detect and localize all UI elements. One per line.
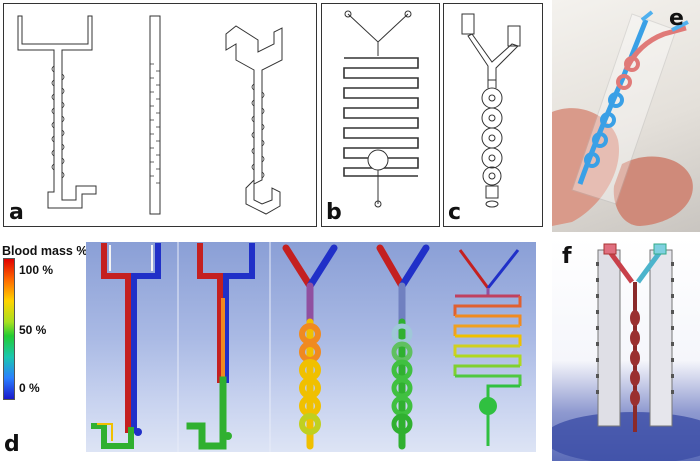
- simulation-5: [453, 249, 522, 446]
- simulation-3: [282, 244, 338, 450]
- panel-f-label: f: [562, 244, 572, 269]
- panel-d-label: d: [4, 432, 20, 457]
- panel-c: c: [443, 3, 543, 227]
- panel-a-label: a: [9, 200, 24, 225]
- panel-c-label: c: [448, 200, 462, 225]
- panel-f-photo: f: [552, 238, 700, 461]
- panel-e-photo: e: [552, 0, 700, 232]
- legend-title: Blood mass %: [2, 244, 88, 258]
- simulation-2: [186, 243, 255, 450]
- panel-b-label: b: [326, 200, 342, 225]
- schematic-serpentine-chip-views: [17, 15, 283, 215]
- schematic-ring-chain-chip: [461, 13, 521, 208]
- panel-b: b: [321, 3, 440, 227]
- legend-tick-0: 0 %: [19, 381, 40, 395]
- legend-tick-100: 100 %: [19, 263, 54, 277]
- panel-e-label: e: [669, 6, 684, 31]
- device-in-hand-image: [552, 10, 693, 226]
- simulation-4: [376, 244, 430, 450]
- schematic-meander-chip: [343, 10, 419, 208]
- standing-device-image: [552, 243, 700, 461]
- legend-tick-50: 50 %: [19, 323, 47, 337]
- simulation-1: [91, 243, 161, 449]
- colorbar: [3, 258, 15, 400]
- panel-a: a: [3, 3, 317, 227]
